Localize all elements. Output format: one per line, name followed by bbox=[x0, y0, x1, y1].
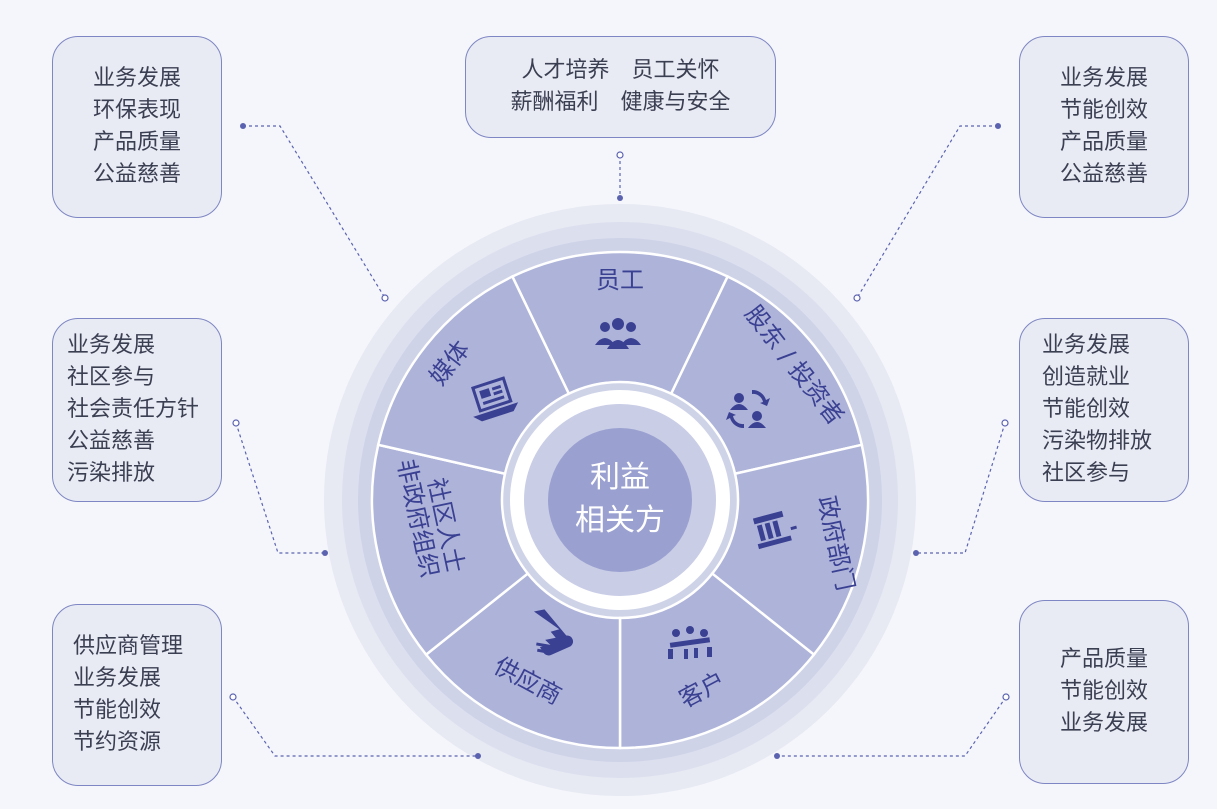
core-label-line1: 利益 bbox=[590, 460, 650, 495]
card-item: 污染排放 bbox=[67, 461, 156, 486]
card-employees: 人才培养 员工关怀 薪酬福利 健康与安全 bbox=[465, 36, 776, 138]
card-item: 公益慈善 bbox=[92, 162, 181, 187]
card-item: 社区参与 bbox=[67, 365, 156, 390]
card-item: 节能创效 bbox=[1059, 679, 1148, 704]
core-circle bbox=[548, 428, 692, 572]
card-item: 业务发展 bbox=[73, 666, 162, 691]
connector-top-right bbox=[856, 125, 998, 299]
people-group-icon bbox=[595, 318, 641, 349]
card-item: 业务发展 bbox=[1059, 66, 1148, 91]
card-item: 节能创效 bbox=[1042, 397, 1131, 422]
card-shareholders: 业务发展 节能创效 产品质量 公益慈善 bbox=[1019, 36, 1189, 218]
connector-top-left bbox=[243, 125, 386, 299]
connector-lines bbox=[232, 125, 1007, 757]
card-government: 业务发展 创造就业 节能创效 污染物排放 社区参与 bbox=[1019, 318, 1189, 502]
segment-icons bbox=[470, 318, 797, 659]
core-label-line2: 相关方 bbox=[575, 503, 665, 538]
card-item: 产品质量 bbox=[1059, 130, 1148, 155]
card-item: 供应商管理 bbox=[73, 634, 184, 659]
card-item: 社会责任方针 bbox=[67, 397, 200, 422]
card-item: 公益慈善 bbox=[1059, 162, 1148, 187]
handshake-icon bbox=[533, 609, 574, 656]
card-customers: 产品质量 节能创效 业务发展 bbox=[1019, 600, 1189, 784]
card-item: 业务发展 bbox=[92, 66, 181, 91]
segment-government bbox=[710, 443, 870, 657]
card-item: 创造就业 bbox=[1042, 365, 1131, 390]
card-item: 产品质量 bbox=[92, 130, 181, 155]
card-item: 节能创效 bbox=[1059, 98, 1148, 123]
card-item: 业务发展 bbox=[1042, 333, 1131, 358]
card-item: 产品质量 bbox=[1059, 647, 1148, 672]
card-item: 员工关怀 bbox=[631, 58, 720, 83]
connector-bottom-left bbox=[232, 696, 478, 757]
card-suppliers: 供应商管理 业务发展 节能创效 节约资源 bbox=[52, 604, 222, 786]
laptop-news-icon bbox=[470, 376, 519, 422]
card-item: 社区参与 bbox=[1042, 461, 1131, 486]
segment-shareholders bbox=[669, 274, 864, 476]
government-building-icon bbox=[752, 510, 797, 550]
card-item: 业务发展 bbox=[1059, 711, 1148, 736]
card-item: 薪酬福利 bbox=[510, 90, 599, 115]
card-item: 公益慈善 bbox=[67, 429, 156, 454]
connector-dots bbox=[229, 123, 1010, 759]
card-item: 节约资源 bbox=[73, 730, 162, 755]
segment-label-employees: 员工 bbox=[596, 266, 644, 294]
segment-customers bbox=[618, 571, 816, 750]
card-item: 健康与安全 bbox=[620, 90, 731, 115]
meeting-table-icon bbox=[668, 626, 712, 659]
segment-media bbox=[376, 274, 571, 476]
card-item: 污染物排放 bbox=[1042, 429, 1153, 454]
connector-mid-right bbox=[916, 422, 1006, 554]
card-item: 节能创效 bbox=[73, 698, 162, 723]
segment-community bbox=[370, 443, 530, 657]
connector-mid-left bbox=[235, 422, 325, 554]
card-media: 业务发展 环保表现 产品质量 公益慈善 bbox=[52, 36, 222, 218]
card-item: 环保表现 bbox=[92, 98, 181, 123]
card-item: 人才培养 bbox=[521, 58, 610, 83]
card-community: 业务发展 社区参与 社会责任方针 公益慈善 污染排放 bbox=[52, 318, 222, 502]
exchange-people-icon bbox=[726, 389, 770, 429]
segment-ring bbox=[370, 250, 870, 750]
card-item: 业务发展 bbox=[67, 333, 156, 358]
